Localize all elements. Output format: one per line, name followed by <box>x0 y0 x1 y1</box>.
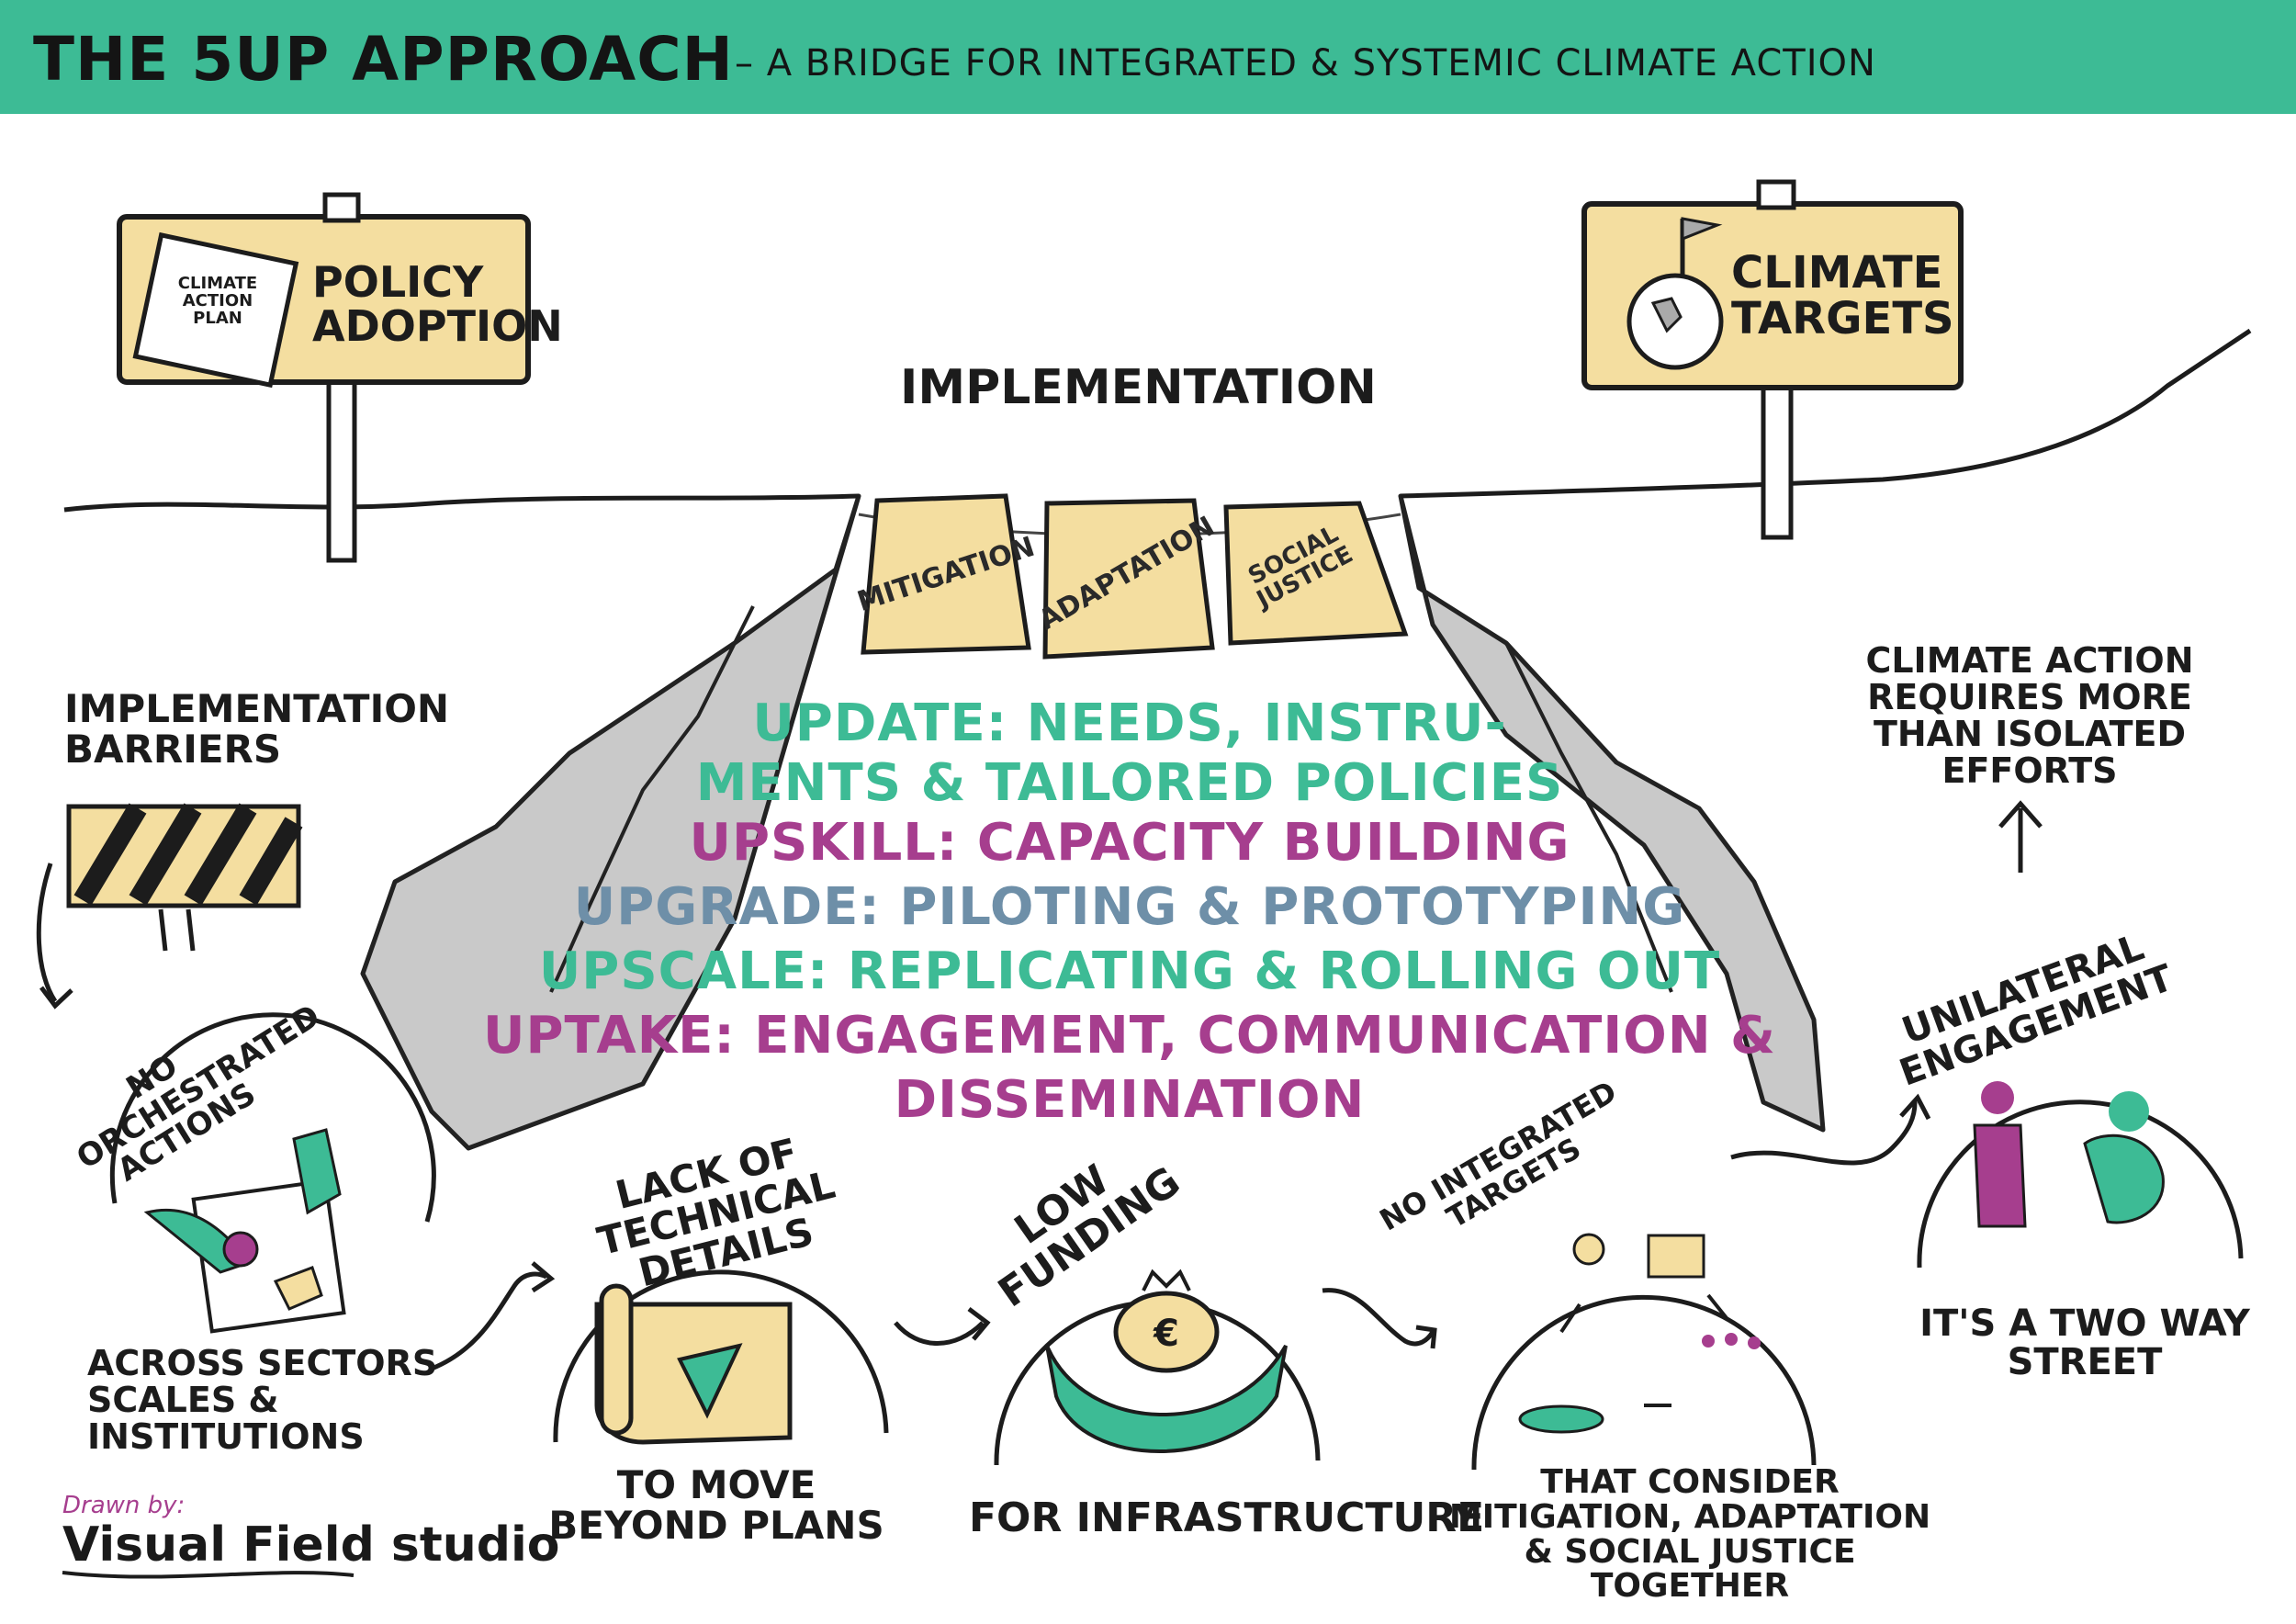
two-people-icon <box>1973 1081 2165 1228</box>
circle-2-arc <box>553 1269 889 1443</box>
uptake-line-1: UPTAKE: ENGAGEMENT, COMMUNICATION & <box>483 1006 1776 1066</box>
sign-top-tab-right <box>1756 179 1796 210</box>
barrier-arrow <box>36 863 58 1003</box>
sign-post-right <box>1761 365 1794 540</box>
ground-left <box>63 493 860 513</box>
update-line-2: MENTS & TAILORED POLICIES <box>695 753 1564 813</box>
uptake-line-2: DISSEMINATION <box>894 1070 1366 1130</box>
plank-adaptation <box>1042 498 1215 660</box>
sign-top-tab-left <box>322 192 361 223</box>
upskill-line: UPSKILL: CAPACITY BUILDING <box>689 813 1570 873</box>
page-title: THE 5UP APPROACH <box>33 24 734 95</box>
sun-icon <box>1572 1233 1605 1266</box>
circle-2-bottom-label: TO MOVE BEYOND PLANS <box>548 1462 884 1549</box>
water-icon <box>1518 1404 1604 1434</box>
circle-5-arc <box>1917 1100 2244 1269</box>
conclusion-label: CLIMATE ACTION REQUIRES MORE THAN ISOLAT… <box>1865 640 2194 791</box>
solar-panel-icon <box>1647 1234 1705 1279</box>
plank-social-justice <box>1223 501 1409 646</box>
update-line-1: UPDATE: NEEDS, INSTRU- <box>752 694 1507 753</box>
circle-4-arc <box>1471 1295 1817 1471</box>
climate-action-plan-doc-label: CLIMATE ACTION PLAN <box>177 274 258 328</box>
people-icon <box>1702 1333 1761 1349</box>
chasm-right-wall <box>1398 493 1826 1133</box>
plank-mitigation <box>861 493 1031 655</box>
chasm-crack-right <box>1504 642 1673 993</box>
circle-1-arc <box>109 1012 436 1223</box>
circle-3-bottom-label: FOR INFRASTRUCTURE <box>969 1494 1485 1541</box>
money-bag-icon <box>1113 1291 1220 1373</box>
document-icon <box>132 231 299 389</box>
circle-4-bottom-label: THAT CONSIDER MITIGATION, ADAPTATION & S… <box>1448 1463 1931 1606</box>
header-bar <box>0 0 2296 114</box>
credit-drawn-by: Drawn by: <box>62 1492 186 1519</box>
svg-text:€: € <box>1153 1313 1179 1355</box>
chasm-crack-left <box>549 605 755 993</box>
ground-right <box>1400 328 2252 499</box>
policy-adoption-label: POLICY ADOPTION <box>312 257 563 352</box>
implementation-barriers-label: IMPLEMENTATION BARRIERS <box>64 686 450 773</box>
upscale-line: UPSCALE: REPLICATING & ROLLING OUT <box>538 942 1721 1001</box>
circle-5-bottom-label: IT'S A TWO WAY STREET <box>1919 1303 2250 1383</box>
credit-studio-logo: Visual Field studio <box>62 1517 560 1573</box>
circle-1-bottom-label: ACROSS SECTORS SCALES & INSTITUTIONS <box>87 1343 438 1457</box>
page-subtitle: – A BRIDGE FOR INTEGRATED & SYSTEMIC CLI… <box>735 42 1876 85</box>
climate-targets-label: CLIMATE TARGETS <box>1731 247 1954 345</box>
implementation-label: IMPLEMENTATION <box>900 360 1377 415</box>
upgrade-line: UPGRADE: PILOTING & PROTOTYPING <box>573 877 1686 937</box>
money-pit-icon <box>1045 1345 1288 1453</box>
